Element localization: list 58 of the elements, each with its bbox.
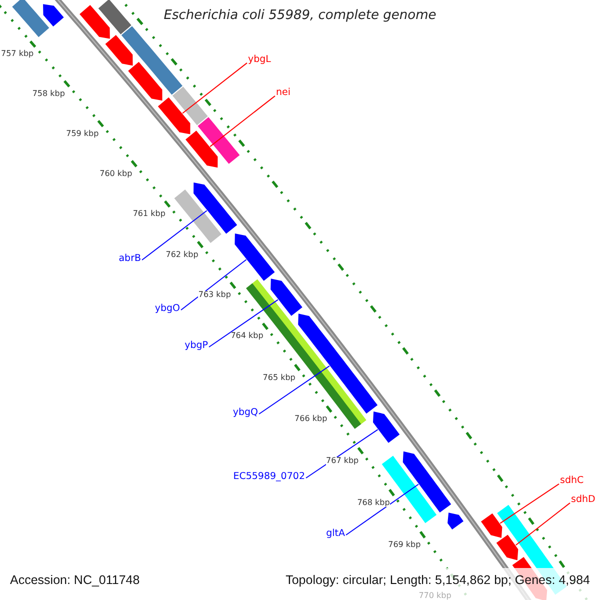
gene-block [43,4,64,26]
feature-bar [172,86,208,126]
accession-text: Accession: NC_011748 [10,573,140,588]
scale-label: 767 kbp [326,456,359,465]
scale-label: 770 kbp [418,592,452,600]
gene-label: EC55989_0702 [233,472,305,483]
gene-label: abrB [118,254,141,265]
title: Escherichia coli 55989, complete genome [162,9,438,24]
scale-label: 766 kbp [294,415,328,424]
leader-line [180,259,247,310]
gene-block [402,451,452,512]
genome-summary-text: Topology: circular; Length: 5,154,862 bp; Genes: 4,984 [286,573,590,588]
gene-block [105,34,133,66]
scale-label: 763 kbp [198,291,231,300]
gene-block [186,130,218,168]
scale-label: 762 kbp [166,250,198,259]
scale-label: 764 kbp [230,332,264,340]
feature-bar [121,26,182,95]
gene-block [234,233,275,281]
gene-label: gltA [326,529,345,540]
feature-bar [198,117,240,164]
leader-line [346,484,419,536]
gene-block [194,182,238,234]
leader-line [306,429,378,478]
leader-line [210,95,276,148]
gene-block [158,97,190,134]
gene-block [448,512,464,530]
scale-label: 757 kbp [1,50,34,58]
scale-label: 765 kbp [262,374,296,382]
gene-label: ybgQ [232,408,258,419]
gene-block [128,62,162,101]
scale-label: 758 kbp [32,90,65,98]
gene-block [80,4,110,39]
gene-block [373,411,400,443]
leader-line [515,502,570,546]
gene-block [496,534,518,560]
leader-line [258,365,330,414]
leader-line [142,210,208,260]
scale-label: 768 kbp [357,498,390,507]
gene-label: nei [276,88,291,99]
leader-line [208,299,278,348]
gene-block [481,513,502,538]
gene-label: ybgO [154,304,180,315]
feature-bar [98,0,132,34]
scale-label: 760 kbp [100,170,132,178]
feature-bar [174,189,222,243]
feature-bar [12,0,50,38]
gene-label: sdhD [571,495,596,506]
gene-block [298,314,378,414]
scale-label: 759 kbp [66,130,99,138]
gene-label: sdhC [560,476,584,487]
scale-label: 761 kbp [132,210,166,218]
gene-label: ybgL [248,55,271,66]
gene-label: ybgP [184,341,208,352]
leader-line [500,483,560,524]
scale-label: 769 kbp [388,540,421,549]
leader-line [182,62,248,114]
gene-block [270,278,302,316]
